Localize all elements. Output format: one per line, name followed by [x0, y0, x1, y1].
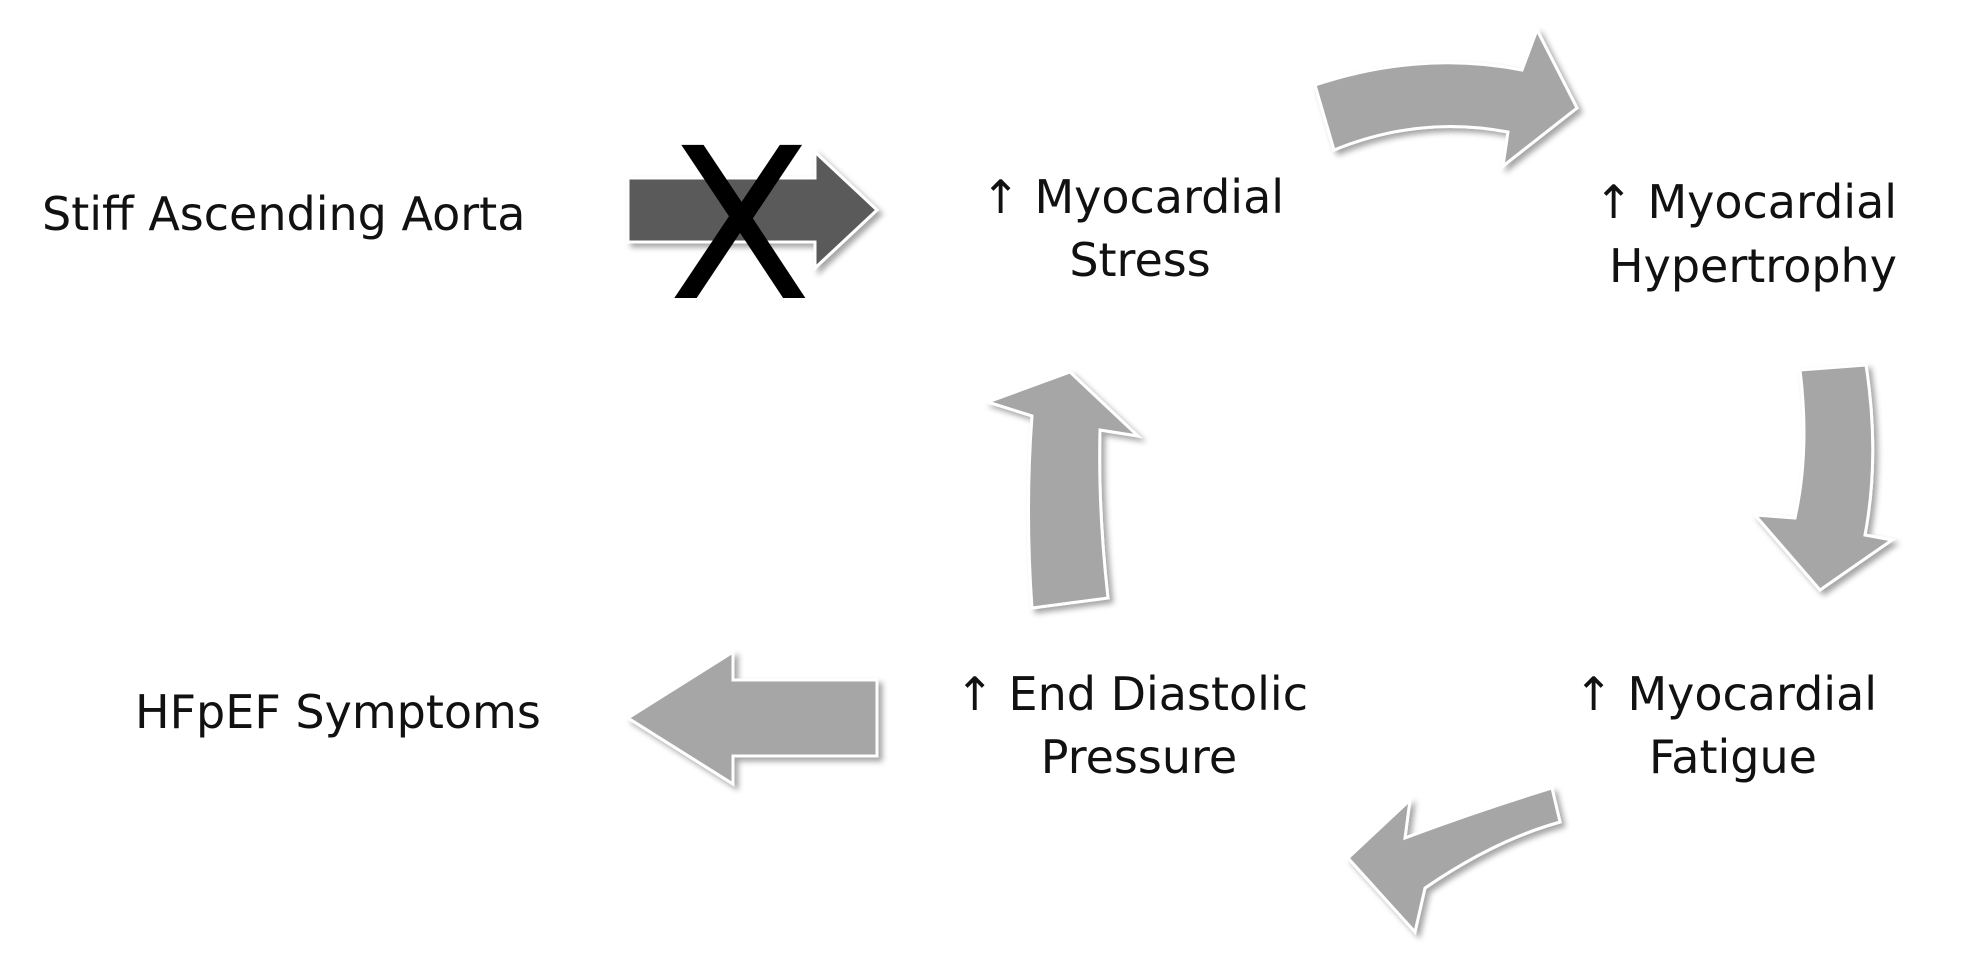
- node-label-line: Stress: [1069, 233, 1210, 287]
- node-hfpef-symptoms: HFpEF Symptoms: [135, 685, 541, 739]
- node-label-line: Stiff Ascending Aorta: [42, 187, 525, 241]
- cycle-arrow-shape: [1345, 786, 1562, 936]
- blocked-arrow-aorta-to-stress: [626, 148, 880, 272]
- cycle-arrow-shape: [1313, 26, 1579, 170]
- node-label-line: Pressure: [1041, 730, 1237, 784]
- blocked-arrow-shape: [626, 148, 880, 272]
- output-arrow-shape: [625, 649, 879, 787]
- node-label-line: ↑ Myocardial: [1574, 667, 1877, 721]
- node-label-line: ↑ Myocardial: [1594, 175, 1897, 229]
- node-end-diastolic-pressure: ↑ End Diastolic Pressure: [955, 667, 1322, 784]
- node-label-line: ↑ End Diastolic: [955, 667, 1308, 721]
- node-stiff-ascending-aorta: Stiff Ascending Aorta: [42, 187, 525, 241]
- cycle-arrow-shape: [1751, 363, 1896, 593]
- cycle-arrow-fatigue-to-pressure: [1345, 786, 1562, 936]
- blocked-marker-x: X: [668, 103, 812, 348]
- cycle-arrow-hypertrophy-to-fatigue: [1751, 363, 1896, 593]
- node-myocardial-fatigue: ↑ Myocardial Fatigue: [1574, 667, 1891, 784]
- node-label-line: HFpEF Symptoms: [135, 685, 541, 739]
- cycle-arrow-stress-to-hypertrophy: [1313, 26, 1579, 170]
- node-myocardial-stress: ↑ Myocardial Stress: [981, 170, 1298, 287]
- node-myocardial-hypertrophy: ↑ Myocardial Hypertrophy: [1594, 175, 1911, 293]
- cycle-arrow-shape: [983, 370, 1143, 610]
- node-label-line: ↑ Myocardial: [981, 170, 1284, 224]
- output-arrow-to-symptoms: [625, 649, 879, 787]
- node-label-line: Fatigue: [1649, 730, 1817, 784]
- node-label-line: Hypertrophy: [1609, 239, 1897, 293]
- cycle-arrow-pressure-to-stress: [983, 370, 1143, 610]
